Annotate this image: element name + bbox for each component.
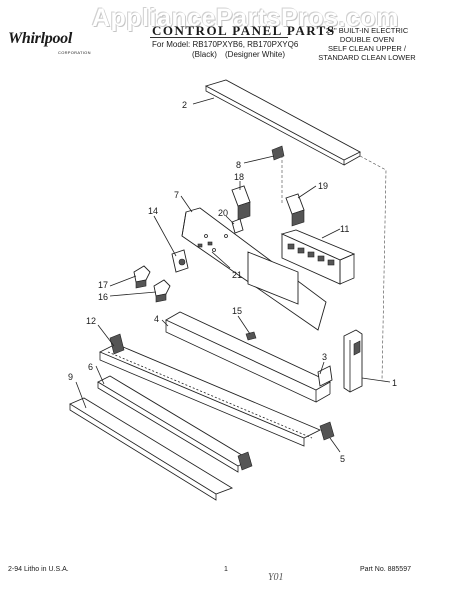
- callout-3: 3: [322, 352, 327, 362]
- whirlpool-logo-sub: CORPORATION: [58, 50, 91, 55]
- part-11-electronic-control: [280, 229, 356, 285]
- callout-7: 7: [174, 190, 179, 200]
- part-19-switch: [285, 193, 305, 227]
- callout-16: 16: [98, 292, 108, 302]
- callout-5: 5: [340, 454, 345, 464]
- footer-scribble: Y01: [268, 572, 284, 583]
- product-line-2: DOUBLE OVEN: [339, 35, 395, 44]
- diagram-title: CONTROL PANEL PARTS: [152, 23, 336, 38]
- part-20-component: [231, 218, 244, 234]
- callout-11: 11: [340, 224, 349, 234]
- model-black-label: (Black): [192, 50, 217, 59]
- product-description: 24" BUILT-IN ELECTRIC DOUBLE OVEN SELF C…: [312, 26, 422, 62]
- whirlpool-logo: Whirlpool: [8, 30, 72, 47]
- callout-8: 8: [236, 160, 241, 170]
- callout-19: 19: [318, 181, 328, 191]
- part-5-bracket: [319, 421, 335, 441]
- dashed-guide-right: [359, 155, 387, 381]
- callout-4: 4: [154, 314, 159, 324]
- callout-18: 18: [234, 172, 244, 182]
- footer-page-number: 1: [224, 566, 228, 573]
- model-white-label: (Designer White): [225, 50, 286, 59]
- callout-21: 21: [232, 270, 242, 280]
- title-underline: [150, 37, 288, 38]
- part-7-control-panel: [181, 207, 327, 331]
- part-17-knob: [133, 265, 151, 289]
- callout-labels: 1 2 3 4 5 6 7 8 9 11 12 14 15 16 17 18 1…: [68, 100, 397, 464]
- callout-15: 15: [232, 306, 242, 316]
- part-1-side-trim: [343, 329, 363, 393]
- product-line-4: STANDARD CLEAN LOWER: [318, 53, 416, 62]
- part-16-knob: [153, 279, 171, 303]
- footer-part-number: Part No. 885597: [360, 566, 411, 573]
- part-3-bracket: [317, 365, 333, 387]
- part-9-base-strip: [69, 397, 234, 501]
- model-numbers: For Model: RB170PXYB6, RB170PXYQ6: [152, 40, 299, 49]
- callout-20: 20: [218, 208, 228, 218]
- part-2-top-trim: [204, 79, 361, 166]
- product-line-3: SELF CLEAN UPPER /: [328, 44, 406, 53]
- part-6-lower-rail: [97, 375, 253, 473]
- callout-12: 12: [86, 316, 96, 326]
- callout-6: 6: [88, 362, 93, 372]
- product-line-1: 24" BUILT-IN ELECTRIC: [325, 26, 409, 35]
- part-12-vent-grille: [98, 333, 322, 447]
- part-18-switch: [231, 185, 251, 221]
- callout-17: 17: [98, 280, 108, 290]
- callout-1: 1: [392, 378, 397, 388]
- part-15-clip: [245, 331, 257, 341]
- watermark: AppliancePartsPros.com: [92, 4, 399, 32]
- leader-lines: [75, 97, 391, 453]
- footer-litho: 2-94 Litho in U.S.A.: [8, 566, 69, 573]
- part-8-clip: [271, 145, 285, 161]
- part-4-trim-strip: [165, 311, 331, 403]
- callout-2: 2: [182, 100, 187, 110]
- callout-14: 14: [148, 206, 158, 216]
- callout-9: 9: [68, 372, 73, 382]
